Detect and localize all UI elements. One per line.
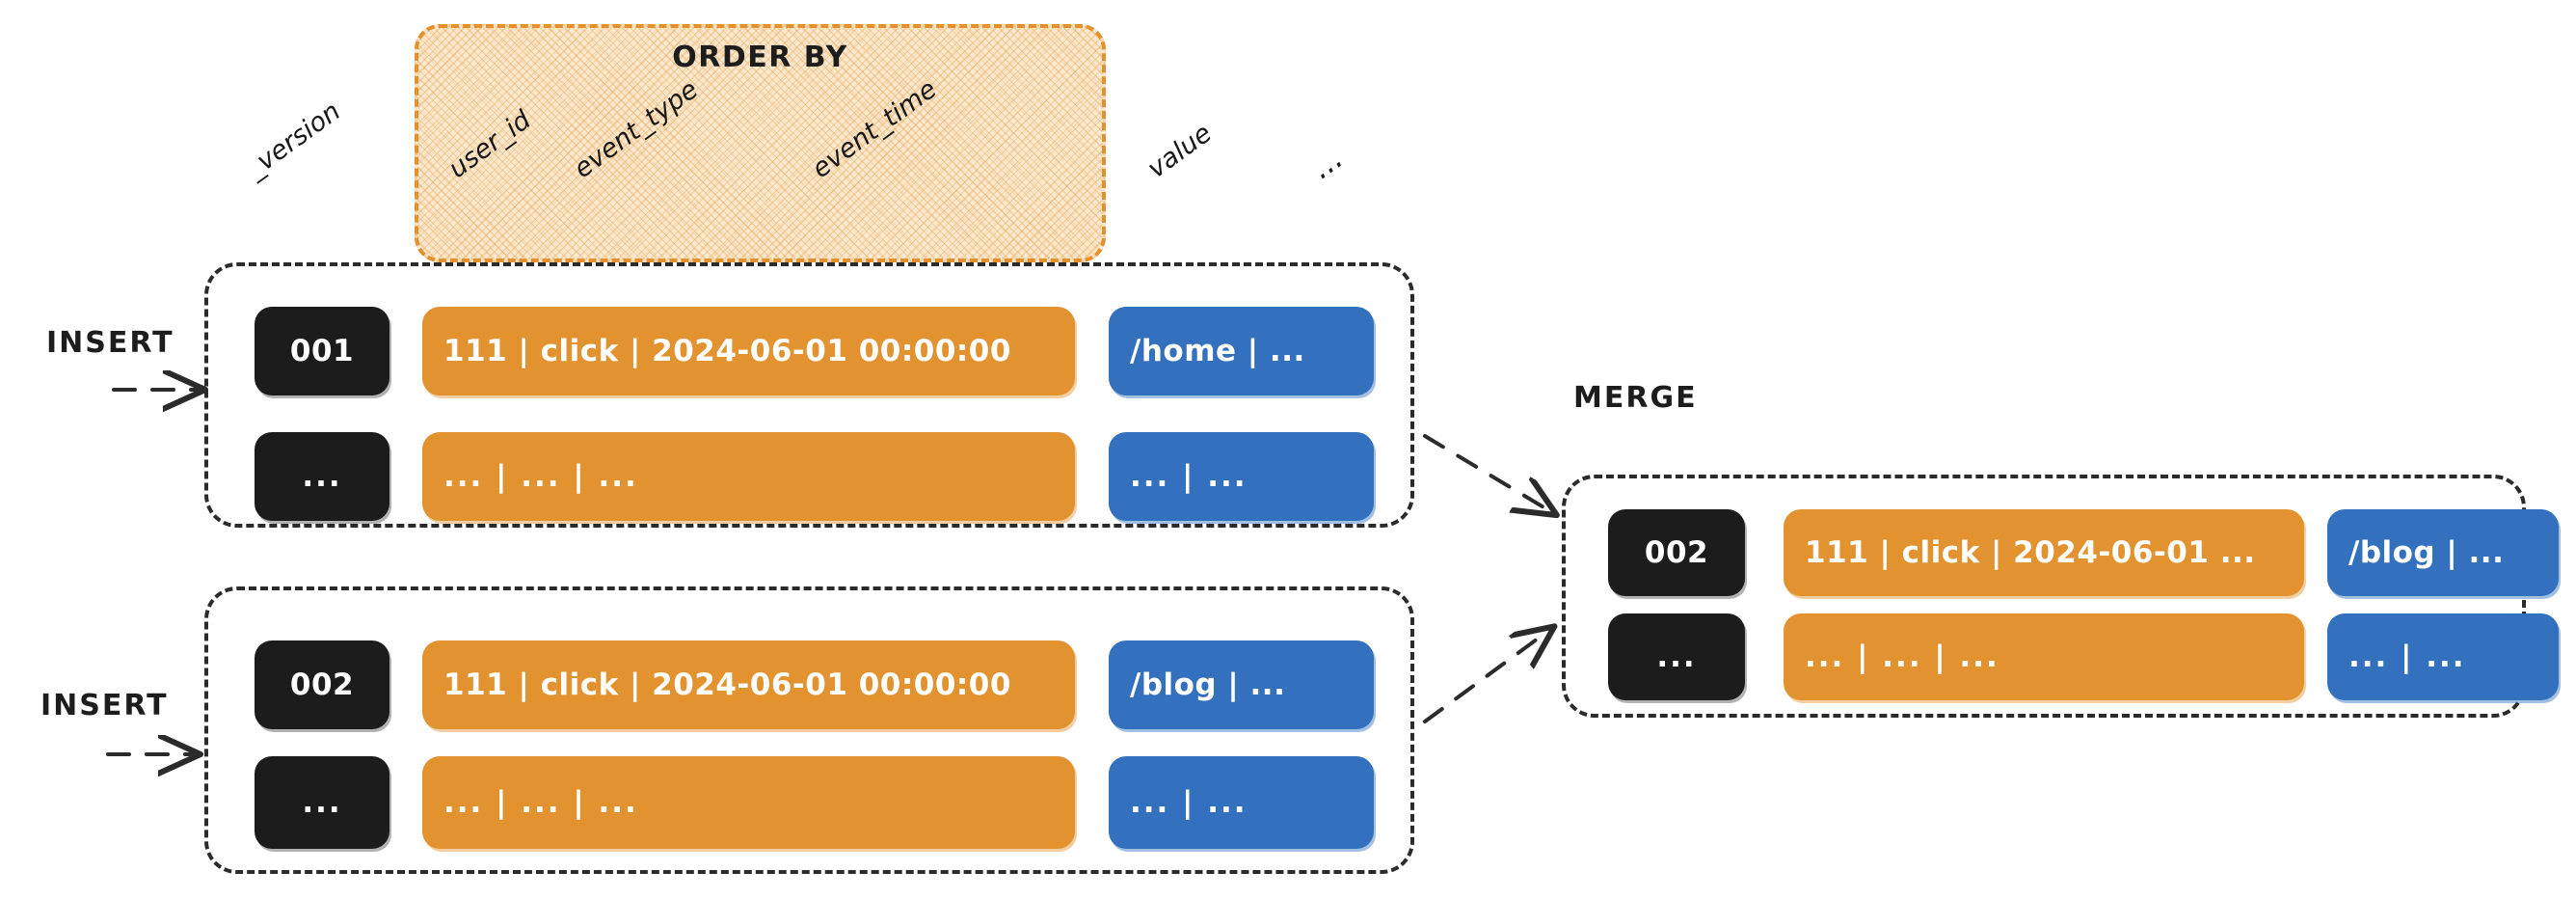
order-by-label: ORDER BY	[672, 41, 848, 74]
part-002-row-1-version: ...	[255, 756, 389, 849]
part-merged-row-1-order-key: ... | ... | ...	[1784, 613, 2304, 700]
column-header-ellipsis: ...	[1303, 139, 1350, 186]
insert-label-part-001: INSERT	[46, 326, 174, 360]
part-002-row-1-value: ... | ...	[1109, 756, 1374, 849]
part-002-row-0-value: /blog | ...	[1109, 640, 1374, 729]
part-001-row-1-version: ...	[255, 432, 389, 521]
column-header-version: _version	[240, 95, 346, 184]
part-002-row-1-order-key: ... | ... | ...	[422, 756, 1075, 849]
part-merged-row-1-value: ... | ...	[2327, 613, 2559, 700]
insert-label-part-002: INSERT	[40, 689, 169, 722]
part-001-row-1-value: ... | ...	[1109, 432, 1374, 521]
data-part-001: 001 111 | click | 2024-06-01 00:00:00 /h…	[204, 262, 1414, 528]
merge-arrow-from-part-002	[1423, 631, 1548, 723]
part-merged-row-0-order-key: 111 | click | 2024-06-01 ...	[1784, 509, 2304, 596]
column-header-value: value	[1141, 118, 1218, 184]
part-001-row-0-order-key: 111 | click | 2024-06-01 00:00:00	[422, 307, 1075, 395]
data-part-merged: 002 111 | click | 2024-06-01 ... /blog |…	[1562, 475, 2559, 718]
part-001-row-1-order-key: ... | ... | ...	[422, 432, 1075, 521]
part-merged-row-0-version: 002	[1608, 509, 1745, 596]
order-by-region	[415, 24, 1106, 262]
part-merged-row-0-value: /blog | ...	[2327, 509, 2559, 596]
part-001-row-0-version: 001	[255, 307, 389, 395]
part-001-row-0-value: /home | ...	[1109, 307, 1374, 395]
part-002-row-0-version: 002	[255, 640, 389, 729]
part-merged-row-1-version: ...	[1608, 613, 1745, 700]
part-002-row-0-order-key: 111 | click | 2024-06-01 00:00:00	[422, 640, 1075, 729]
merge-arrow-from-part-001	[1423, 434, 1550, 511]
data-part-002: 002 111 | click | 2024-06-01 00:00:00 /b…	[204, 586, 1414, 874]
merge-label: MERGE	[1573, 381, 1698, 415]
